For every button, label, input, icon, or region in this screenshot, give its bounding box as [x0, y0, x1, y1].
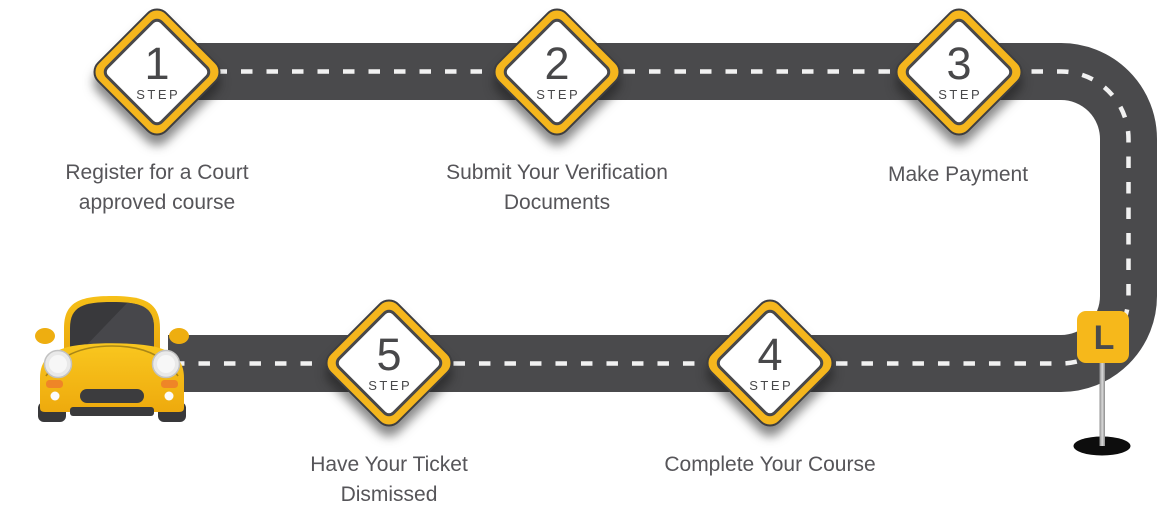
- car-headlight-left-inner: [49, 355, 67, 373]
- step-5-word: STEP: [368, 378, 413, 393]
- step-4-caption: Complete Your Course: [664, 453, 876, 476]
- car-foglight-right: [164, 391, 174, 401]
- car-body: [40, 343, 184, 412]
- car-illustration: [35, 296, 189, 422]
- car-grille: [80, 389, 144, 403]
- step-1-number: 1: [144, 38, 170, 89]
- step-5-caption: Have Your Ticket Dismissed: [310, 453, 468, 506]
- car-under-bumper: [70, 407, 154, 416]
- step-1-word: STEP: [136, 87, 181, 102]
- car-headlight-right-inner: [157, 355, 175, 373]
- step-3-number: 3: [946, 38, 972, 89]
- step-3-word: STEP: [938, 87, 983, 102]
- learner-end-sign: [1077, 311, 1129, 363]
- step-4-number: 4: [757, 329, 783, 380]
- step-1-caption: Register for a Court approved course: [65, 161, 249, 214]
- step-5-number: 5: [376, 329, 402, 380]
- car-foglight-left: [50, 391, 60, 401]
- step-2-number: 2: [544, 38, 570, 89]
- step-4-word: STEP: [749, 378, 794, 393]
- windshield-reflection: [80, 302, 154, 352]
- car-signal-right: [161, 380, 178, 388]
- car-mirror-left: [35, 328, 55, 344]
- step-3-caption: Make Payment: [887, 163, 1029, 186]
- end-sign-letter: L: [1094, 319, 1115, 357]
- car-signal-left: [46, 380, 63, 388]
- step-2-word: STEP: [536, 87, 581, 102]
- sign-pole: [1099, 360, 1105, 446]
- step-2-caption: Submit Your Verification Documents: [446, 161, 668, 214]
- car-mirror-right: [169, 328, 189, 344]
